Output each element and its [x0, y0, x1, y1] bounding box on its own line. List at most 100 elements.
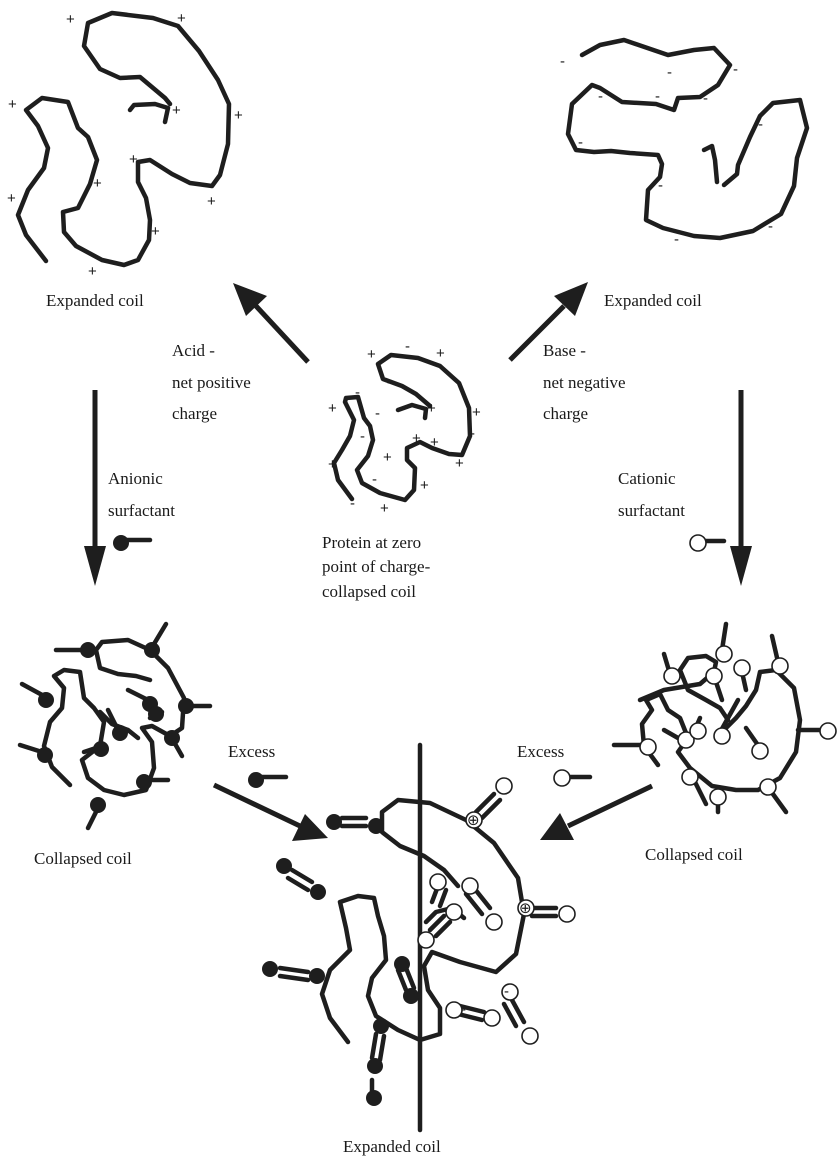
charge-sign: -: [674, 231, 679, 248]
charge-sign: -: [470, 425, 475, 442]
anionic-surfactant: [20, 745, 53, 763]
cationic-surfactant: [446, 1002, 500, 1026]
charge-sign: +: [8, 96, 17, 113]
cationic-surfactant: [690, 718, 706, 739]
label-anionic-line-2: surfactant: [108, 501, 175, 520]
cationic-surfactant: [614, 739, 656, 755]
charge-sign: +: [367, 346, 376, 363]
label-collapsed-coil-left: Collapsed coil: [34, 849, 132, 868]
charge-sign: +: [93, 175, 102, 192]
coil-top-right: - - - - - - - - - - -: [560, 40, 807, 248]
charge-sign: +: [427, 400, 436, 417]
cationic-surfactant: [772, 636, 788, 674]
coil-bottom: ⊕ ⊕ - -: [262, 745, 575, 1130]
label-base-line-1: Base -: [543, 341, 586, 360]
charge-sign: +: [412, 430, 421, 447]
charge-sign: -: [598, 88, 603, 105]
charge-sign: -: [375, 405, 380, 422]
cationic-surfactant: [716, 624, 732, 662]
charge-sign: -: [355, 384, 360, 401]
charge-sign: +: [383, 449, 392, 466]
charge-sign: -: [655, 88, 660, 105]
charge-sign: +: [88, 263, 97, 280]
label-anionic-line-1: Anionic: [108, 469, 163, 488]
coil-top-right-chain-a: [568, 40, 807, 238]
label-expanded-coil-top-left: Expanded coil: [46, 291, 144, 310]
charge-sign: +: [151, 223, 160, 240]
charge-sign: +: [455, 455, 464, 472]
label-center-line-2: point of charge-: [322, 557, 431, 576]
charge-sign: -: [461, 1001, 466, 1018]
anionic-surfactant: [178, 698, 210, 714]
cationic-surfactant: [760, 779, 786, 812]
label-center-line-1: Protein at zero: [322, 533, 421, 552]
coil-top-left-chain-b: [130, 104, 168, 122]
charge-sign: -: [768, 218, 773, 235]
coil-center: + - + - + - + + - - + + - + + + - + - +: [328, 338, 481, 517]
arrow-left-down: [84, 390, 106, 586]
anionic-surfactant: [276, 858, 326, 900]
label-expanded-coil-top-right: Expanded coil: [604, 291, 702, 310]
charge-sign: -: [504, 983, 509, 1000]
anionic-surfactant: [88, 797, 106, 828]
anionic-surfactant: [56, 642, 96, 658]
charge-sign: ⊕: [519, 900, 532, 917]
charge-sign: +: [436, 345, 445, 362]
anionic-surfactant: [366, 1080, 382, 1106]
charge-sign: +: [207, 193, 216, 210]
charge-sign: -: [350, 495, 355, 512]
cationic-surfactant: [706, 668, 722, 700]
charge-sign: +: [380, 500, 389, 517]
coil-center-chain-a: [334, 355, 470, 500]
charge-sign: ⊕: [467, 812, 480, 829]
charge-sign: +: [7, 190, 16, 207]
charge-sign: +: [420, 477, 429, 494]
coil-middle-right: [614, 624, 836, 812]
cationic-surfactant: [462, 878, 502, 930]
charge-sign: -: [387, 374, 392, 391]
label-collapsed-coil-right: Collapsed coil: [645, 845, 743, 864]
anionic-surfactant: [326, 814, 384, 834]
charge-sign: +: [66, 11, 75, 28]
cationic-surfactant: [798, 723, 836, 739]
charge-sign: -: [360, 428, 365, 445]
charge-sign: -: [658, 177, 663, 194]
cationic-surfactant: [664, 654, 680, 684]
charge-sign: -: [758, 116, 763, 133]
label-excess-left: Excess: [228, 742, 275, 761]
label-cationic-line-2: surfactant: [618, 501, 685, 520]
coil-top-right-chain-b: [704, 146, 717, 182]
anionic-surfactant-icon: [248, 772, 286, 788]
charge-sign: +: [328, 456, 337, 473]
cationic-surfactant-icon: [690, 535, 724, 551]
arrow-right-down: [730, 390, 752, 586]
charge-sign: -: [578, 134, 583, 151]
cationic-surfactant: [734, 660, 750, 690]
charge-sign: -: [405, 338, 410, 355]
label-acid-line-1: Acid -: [172, 341, 215, 360]
cationic-surfactant: [682, 769, 706, 804]
anionic-surfactant: [22, 684, 54, 708]
charge-sign: -: [667, 64, 672, 81]
charge-sign: -: [733, 61, 738, 78]
charge-sign: +: [172, 102, 181, 119]
label-acid-line-2: net positive: [172, 373, 251, 392]
cationic-surfactant: [710, 789, 726, 812]
coil-center-chain-b: [398, 405, 426, 418]
charge-sign: -: [372, 471, 377, 488]
label-cationic-line-1: Cationic: [618, 469, 676, 488]
coil-middle-left: [20, 624, 210, 828]
charge-sign: +: [328, 400, 337, 417]
charge-sign: +: [129, 151, 138, 168]
anionic-surfactant: [394, 956, 419, 1004]
charge-sign: +: [177, 10, 186, 27]
cationic-surfactant: [746, 728, 768, 759]
charge-sign: -: [560, 53, 565, 70]
arrow-to-bottom-from-left: [214, 785, 328, 841]
charge-sign: +: [234, 107, 243, 124]
anionic-surfactant: [164, 730, 182, 756]
charge-sign: +: [472, 404, 481, 421]
anionic-surfactant: [144, 624, 166, 658]
